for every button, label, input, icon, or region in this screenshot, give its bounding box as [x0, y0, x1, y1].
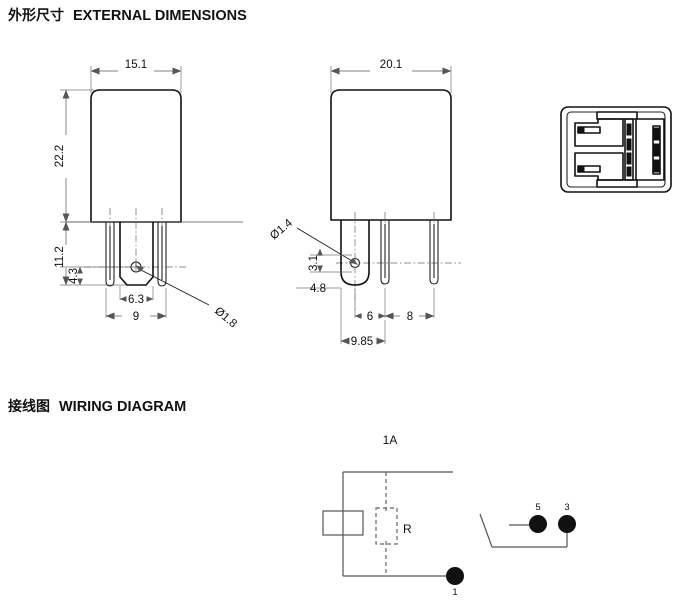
socket-pin-center-d	[626, 166, 632, 177]
contact-form-label: 1A	[383, 433, 398, 447]
contact-terminal-3-label: 3	[564, 502, 569, 513]
side-view-pin-left	[105, 222, 115, 287]
dim-side-pin-length-text: 11.2	[54, 246, 66, 268]
front-view-wide-tab	[340, 220, 370, 286]
coil-circuit-loop	[342, 471, 453, 577]
dim-hole-diameter-text: Ø1.8	[212, 305, 239, 330]
dim-side-tab-height-text: 4.3	[68, 268, 80, 284]
socket-slot-bottom	[596, 179, 638, 188]
contact-switch-arm	[479, 513, 493, 548]
contact-terminal-5-dot	[529, 515, 547, 533]
dim-front-tab-offset: 3.1	[308, 248, 323, 273]
dim-front-pitch-2-text: 8	[407, 311, 413, 323]
dim-side-outer-span: 9	[105, 311, 167, 323]
dim-side-height: 22.2	[54, 89, 70, 223]
wiring-diagram-heading: 接线图 WIRING DIAGRAM	[8, 396, 186, 416]
wiring-diagram-heading-cn: 接线图	[8, 399, 50, 415]
leader-hole-diameter: Ø1.8	[135, 265, 239, 330]
socket-pin-center-a	[626, 123, 632, 136]
bottom-socket-view-group	[560, 106, 672, 193]
socket-pin-upper-left	[577, 126, 585, 134]
side-view-center-tab	[119, 222, 154, 286]
dim-side-height-text: 22.2	[54, 145, 66, 167]
dim-front-tab-offset-text: 3.1	[308, 255, 320, 271]
socket-center-divider	[624, 118, 634, 181]
socket-pin-right-b	[653, 143, 660, 157]
resistor-symbol	[375, 507, 398, 545]
dim-front-width-text: 20.1	[380, 59, 402, 71]
socket-pin-center-b	[626, 138, 632, 151]
socket-outer-case	[560, 106, 672, 193]
socket-pin-right-a	[653, 127, 660, 141]
socket-recess-right	[635, 118, 665, 181]
front-view-group: 20.1 Ø	[268, 59, 461, 348]
dim-front-base-offset-text: 9.85	[351, 336, 373, 348]
dim-front-width: 20.1	[330, 59, 452, 75]
dim-blade-diameter-text: Ø1.4	[268, 217, 295, 243]
socket-contact-right	[652, 125, 661, 175]
dim-front-pitch-1: 6	[354, 311, 386, 323]
wiring-diagram-group: 1A R 1 5 3	[322, 433, 576, 598]
external-dimensions-heading: 外形尺寸 EXTERNAL DIMENSIONS	[8, 5, 247, 25]
dim-front-tab-width-text: 4.8	[310, 283, 326, 295]
dim-side-inner-span: 6.3	[119, 294, 154, 306]
socket-pin-lower-left	[577, 165, 585, 173]
dim-side-pin-length: 11.2	[54, 221, 243, 286]
dim-side-width-text: 15.1	[125, 59, 147, 71]
contact-terminal-5-label: 5	[535, 502, 540, 513]
coil-terminal-1-label: 1	[452, 587, 457, 598]
relay-coil-symbol	[322, 510, 364, 536]
side-view-body-outline	[90, 89, 182, 223]
dim-front-base-offset: 9.85	[340, 336, 386, 348]
dim-side-width: 15.1	[90, 59, 182, 75]
side-view-group: 15.1 22.2 11.2	[54, 59, 243, 330]
socket-pin-center-c	[626, 152, 632, 165]
dim-side-outer-span-text: 9	[133, 311, 139, 323]
external-dimensions-heading-cn: 外形尺寸	[8, 8, 64, 24]
dim-front-pitch-1-text: 6	[367, 311, 373, 323]
external-dimensions-heading-en: EXTERNAL DIMENSIONS	[73, 8, 247, 24]
wiring-diagram-heading-en: WIRING DIAGRAM	[59, 399, 187, 415]
contact-common-line	[492, 525, 568, 548]
socket-pin-right-c	[653, 159, 660, 173]
dim-side-inner-span-text: 6.3	[128, 294, 144, 306]
dim-front-pitch-2: 8	[384, 311, 435, 323]
socket-recess-upper-left	[574, 118, 624, 147]
socket-slot-top	[596, 111, 638, 120]
front-view-body-outline	[330, 89, 452, 221]
resistor-label: R	[403, 522, 412, 536]
dim-side-tab-height: 4.3	[68, 266, 83, 286]
socket-recess-lower-left	[574, 152, 624, 181]
front-view-blade-3	[429, 220, 439, 285]
coil-terminal-1-dot	[446, 567, 464, 585]
front-view-blade-2	[380, 220, 390, 285]
contact-terminal-3-dot	[558, 515, 576, 533]
